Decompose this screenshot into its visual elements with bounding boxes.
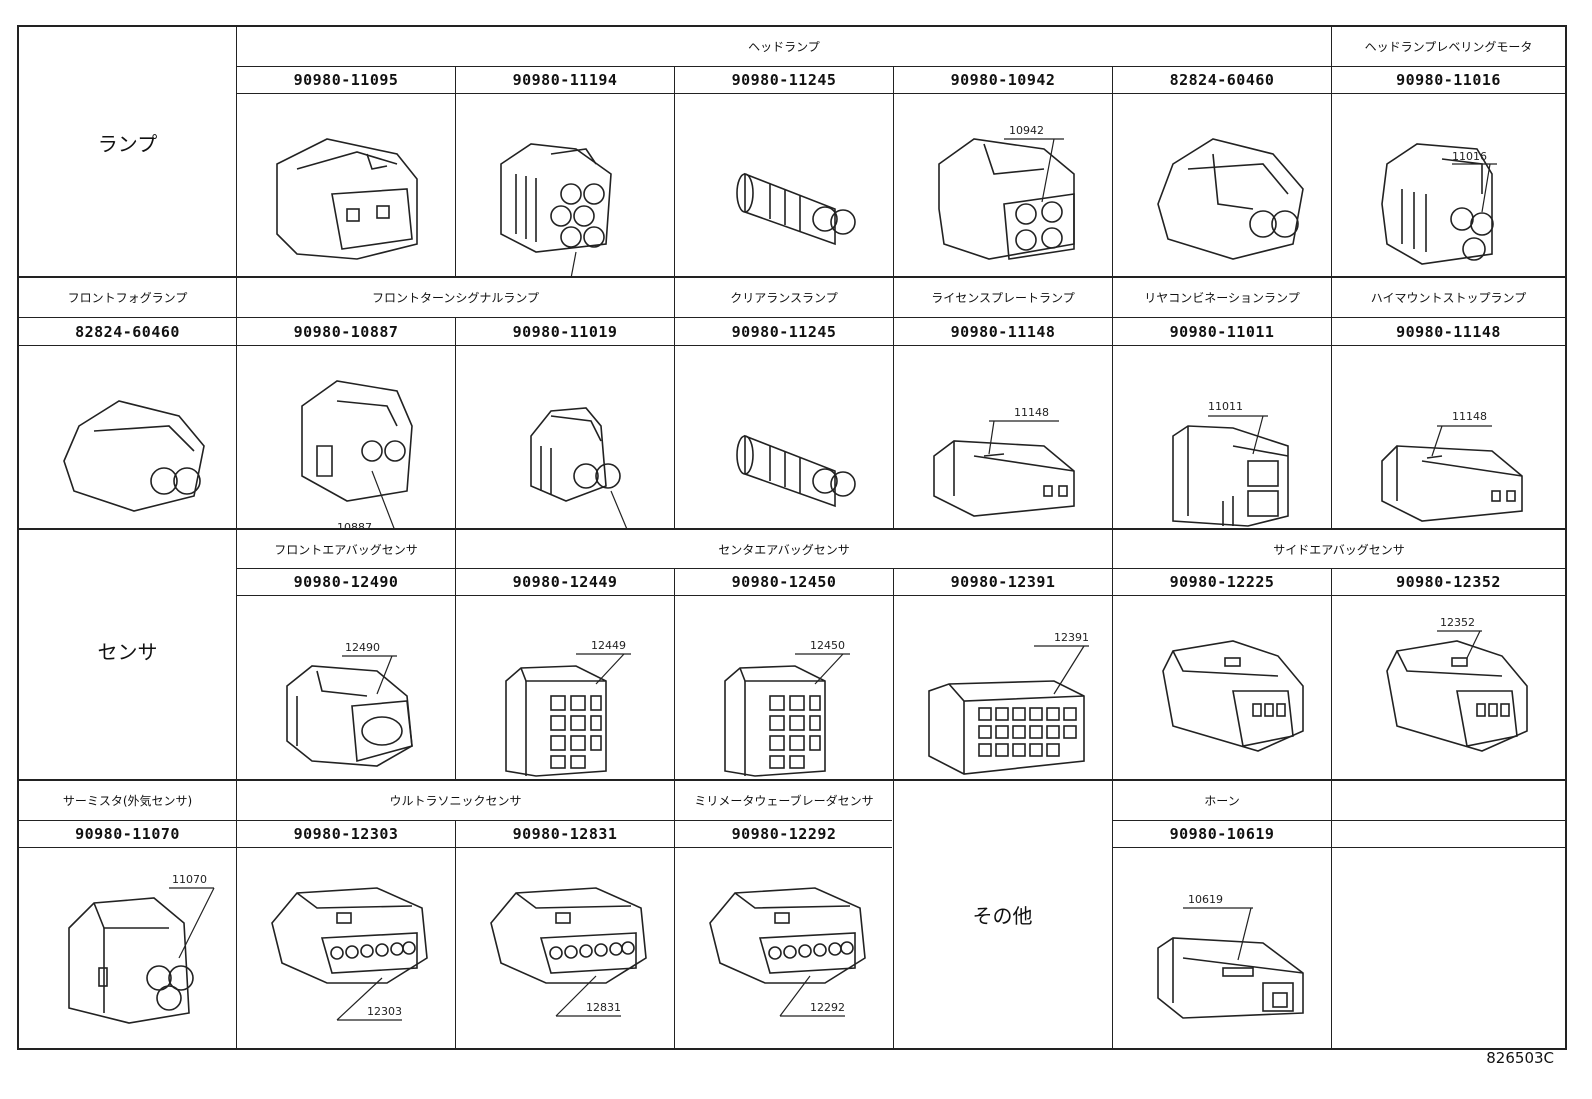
drawing-code: 826503C — [1486, 1049, 1554, 1067]
part-number: 90980-11070 — [75, 825, 180, 843]
header-license-plate-lamp: ライセンスプレートランプ — [931, 291, 1075, 305]
connector-flat-icon — [1113, 94, 1331, 276]
callout-label: 10619 — [1188, 893, 1223, 906]
part-number: 90980-11016 — [1396, 71, 1501, 89]
part-number: 90980-12303 — [293, 825, 399, 843]
header-clearance-lamp: クリアランスランプ — [730, 291, 838, 305]
header-headlamp: ヘッドランプ — [748, 40, 820, 54]
connector-2pin-icon: 11019 — [456, 346, 674, 528]
header-thermistor-outside-temp-sensor: サーミスタ(外気センサ) — [62, 794, 193, 808]
group-label-sensor: センサ — [97, 639, 158, 664]
part-number: 90980-10942 — [950, 71, 1056, 89]
part-number: 90980-11095 — [293, 71, 399, 89]
connector-flat-icon — [1113, 596, 1331, 779]
group-label-lamp: ランプ — [97, 131, 158, 156]
part-number: 90980-10619 — [1169, 825, 1275, 843]
part-number: 82824-60460 — [75, 322, 180, 341]
part-number: 90980-12450 — [731, 573, 837, 591]
header-side-airbag-sensor: サイドエアバッグセンサ — [1273, 542, 1405, 557]
connector-2pin-icon — [237, 94, 455, 276]
callout-label: 12391 — [1054, 631, 1089, 644]
header-front-airbag-sensor: フロントエアバッグセンサ — [274, 542, 418, 557]
connector-flat-icon — [19, 346, 236, 528]
header-front-fog-lamp: フロントフォグランプ — [67, 291, 188, 305]
part-number: 90980-11011 — [1169, 322, 1275, 341]
header-high-mount-stop-lamp: ハイマウントストップランプ — [1370, 291, 1527, 305]
part-number: 90980-11245 — [731, 71, 837, 89]
header-ultrasonic-sensor: ウルトラソニックセンサ — [389, 794, 522, 808]
header-millimeter-wave-radar-sensor: ミリメータウェーブレーダセンサ — [694, 794, 874, 808]
callout-label: 11070 — [172, 873, 207, 886]
connector-flat-icon: 10619 — [1113, 848, 1331, 1048]
callout-label: 12490 — [345, 641, 380, 654]
connector-multipin-icon: 12391 — [894, 596, 1112, 779]
part-number: 90980-12292 — [731, 825, 837, 843]
header-front-turn-signal-lamp: フロントターンシグナルランプ — [371, 291, 540, 305]
callout-label: 12449 — [591, 639, 626, 652]
part-number: 90980-12831 — [512, 825, 618, 843]
header-center-airbag-sensor: センタエアバッグセンサ — [718, 542, 850, 557]
callout-label: 12831 — [586, 1001, 621, 1014]
callout-label: 10942 — [1009, 124, 1044, 137]
callout-label: 10887 — [337, 521, 372, 528]
connector-bullet-icon — [675, 346, 893, 528]
part-number: 90980-12391 — [950, 573, 1056, 591]
callout-label: 12292 — [810, 1001, 845, 1014]
connector-2pin-icon: 12490 — [237, 596, 455, 779]
part-number: 90980-11194 — [512, 71, 618, 89]
header-headlamp-leveling-motor: ヘッドランプレベリングモータ — [1364, 40, 1533, 54]
callout-label: 12352 — [1440, 616, 1475, 629]
connector-block-icon: 11011 — [1113, 346, 1331, 528]
part-number: 90980-11148 — [950, 322, 1056, 341]
connector-2pin-icon: 11070 — [19, 848, 236, 1048]
part-number: 90980-12352 — [1396, 573, 1501, 591]
connector-multipin-icon: 12292 — [675, 848, 893, 1048]
connector-2pin-icon: 11016 — [1332, 94, 1565, 276]
part-number: 82824-60460 — [1169, 71, 1275, 89]
group-label-other: その他 — [972, 904, 1033, 928]
callout-label: 12450 — [810, 639, 845, 652]
connector-flat-icon: 11148 — [894, 346, 1112, 528]
connector-flat-icon: 12352 — [1332, 596, 1565, 779]
part-number: 90980-12490 — [293, 573, 399, 591]
part-number: 90980-11148 — [1396, 322, 1501, 341]
connector-bullet-icon — [675, 94, 893, 276]
connector-multipin-icon: 12449 — [456, 596, 674, 779]
connector-multipin-icon: 12831 — [456, 848, 674, 1048]
header-rear-combination-lamp: リヤコンビネーションランプ — [1144, 291, 1300, 305]
connector-6pin-icon: 11194 — [456, 94, 674, 276]
connector-chart-sheet: ランプ センサ その他 ヘッドランプ ヘッドランプレベリングモータ 90980-… — [17, 25, 1567, 1050]
header-horn: ホーン — [1204, 794, 1240, 808]
callout-label: 11148 — [1014, 406, 1049, 419]
connector-2pin-icon: 10887 — [237, 346, 455, 528]
connector-multipin-icon: 12450 — [675, 596, 893, 779]
part-number: 90980-11245 — [731, 322, 837, 341]
part-number: 90980-12225 — [1169, 573, 1275, 591]
callout-label: 11148 — [1452, 410, 1487, 423]
part-number: 90980-10887 — [293, 322, 399, 341]
callout-label: 11011 — [1208, 400, 1243, 413]
connector-flat-icon: 11148 — [1332, 346, 1565, 528]
connector-multipin-icon: 12303 — [237, 848, 455, 1048]
connector-4pin-icon: 10942 — [894, 94, 1112, 276]
part-number: 90980-12449 — [512, 573, 618, 591]
part-number: 90980-11019 — [512, 322, 618, 341]
callout-label: 12303 — [367, 1005, 402, 1018]
callout-label: 11016 — [1452, 150, 1487, 163]
